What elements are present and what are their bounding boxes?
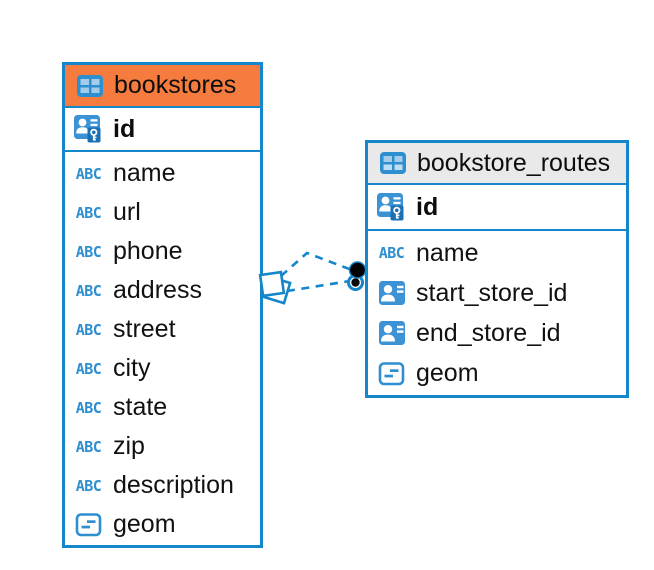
column-label: name xyxy=(416,238,479,267)
column-row[interactable]: ABC description xyxy=(65,466,260,505)
column-row[interactable]: ABC name xyxy=(368,233,626,273)
geometry-type-icon xyxy=(376,361,407,386)
column-row[interactable]: geom xyxy=(65,505,260,544)
column-row[interactable]: start_store_id xyxy=(368,273,626,313)
table-icon xyxy=(377,151,408,175)
column-row[interactable]: ABC name xyxy=(65,154,260,193)
column-row[interactable]: ABC url xyxy=(65,193,260,232)
column-label: end_store_id xyxy=(416,318,561,347)
primary-key-row[interactable]: id xyxy=(368,185,626,231)
primary-key-row[interactable]: id xyxy=(65,108,260,152)
column-label: description xyxy=(113,471,234,499)
primary-key-label: id xyxy=(416,192,439,221)
relationship-line-start-store[interactable] xyxy=(286,279,351,293)
table-bookstore-routes[interactable]: bookstore_routes id xyxy=(365,140,629,398)
column-row[interactable]: end_store_id xyxy=(368,313,626,353)
text-type-icon: ABC xyxy=(75,398,102,417)
column-label: street xyxy=(113,315,176,343)
column-label: name xyxy=(113,159,176,187)
column-row[interactable]: ABC street xyxy=(65,310,260,349)
table-bookstore-routes-header[interactable]: bookstore_routes xyxy=(368,143,626,185)
column-list: ABC name ABC url ABC phone ABC address A… xyxy=(65,152,260,544)
column-label: phone xyxy=(113,237,183,265)
relationship-diamond-marker xyxy=(258,270,292,305)
column-row[interactable]: geom xyxy=(368,353,626,393)
column-row[interactable]: ABC city xyxy=(65,349,260,388)
column-label: url xyxy=(113,198,141,226)
table-icon xyxy=(74,74,105,98)
table-bookstores-header[interactable]: bookstores xyxy=(65,65,260,108)
text-type-icon: ABC xyxy=(75,437,102,456)
column-label: address xyxy=(113,276,202,304)
text-type-icon: ABC xyxy=(75,203,102,222)
column-label: geom xyxy=(113,510,176,538)
column-label: geom xyxy=(416,358,479,387)
text-type-icon: ABC xyxy=(378,244,405,262)
relationship-endpoint-dot xyxy=(347,261,367,291)
column-label: state xyxy=(113,393,168,421)
foreign-key-icon xyxy=(376,280,407,306)
text-type-icon: ABC xyxy=(75,476,102,495)
column-label: city xyxy=(113,354,151,382)
text-type-icon: ABC xyxy=(75,164,102,183)
text-type-icon: ABC xyxy=(75,320,102,339)
text-type-icon: ABC xyxy=(75,359,102,378)
column-row[interactable]: ABC address xyxy=(65,271,260,310)
relationship-line-end-store[interactable] xyxy=(280,251,353,277)
primary-key-icon xyxy=(376,192,407,223)
column-row[interactable]: ABC state xyxy=(65,388,260,427)
geometry-type-icon xyxy=(73,512,104,537)
table-title: bookstores xyxy=(114,71,237,99)
column-row[interactable]: ABC phone xyxy=(65,232,260,271)
text-type-icon: ABC xyxy=(75,281,102,300)
primary-key-icon xyxy=(73,114,104,145)
column-list: ABC name start_store_id xyxy=(368,231,626,393)
table-title: bookstore_routes xyxy=(417,148,611,177)
primary-key-label: id xyxy=(113,114,136,143)
table-bookstores[interactable]: bookstores id A xyxy=(62,62,263,548)
foreign-key-icon xyxy=(376,320,407,346)
column-label: start_store_id xyxy=(416,278,568,307)
text-type-icon: ABC xyxy=(75,242,102,261)
column-label: zip xyxy=(113,432,145,460)
column-row[interactable]: ABC zip xyxy=(65,427,260,466)
